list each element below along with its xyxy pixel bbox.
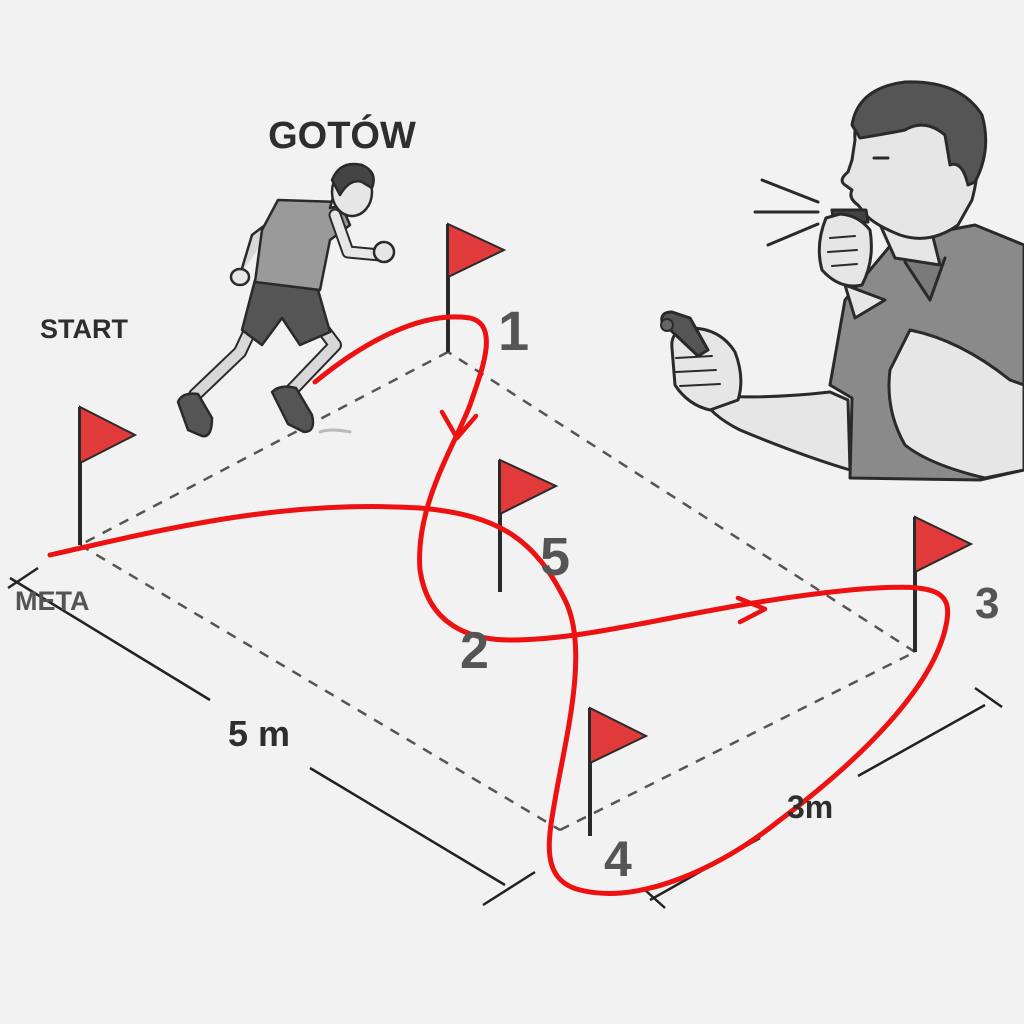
path-arrow-icon <box>439 409 768 625</box>
length-label-long: 5 m <box>228 713 290 754</box>
referee-with-whistle <box>660 80 1024 482</box>
length-label-short: 3m <box>787 789 833 825</box>
course-edge-far <box>447 350 916 654</box>
runner-figure <box>176 162 396 438</box>
cone-number-3: 3 <box>975 579 999 628</box>
course-edge-long <box>79 543 561 832</box>
whistle-sound-icon <box>753 178 820 247</box>
cone-number-1: 1 <box>498 299 529 362</box>
flag-icon <box>446 222 507 352</box>
course-edge-short <box>559 650 916 832</box>
stopwatch-icon <box>660 318 674 332</box>
start-label: START <box>40 314 128 344</box>
ready-label: GOTÓW <box>268 113 416 157</box>
course-edge-start <box>79 350 449 547</box>
finish-label: META <box>15 586 90 616</box>
dimension-5m <box>7 566 536 907</box>
cone-number-2: 2 <box>460 622 489 680</box>
cone-number-4: 4 <box>604 831 632 887</box>
flag-icon <box>913 515 974 652</box>
flag-icon <box>78 405 138 545</box>
course-outline <box>79 350 916 832</box>
flag-icon <box>588 706 649 836</box>
cone-number-5: 5 <box>540 527 570 587</box>
